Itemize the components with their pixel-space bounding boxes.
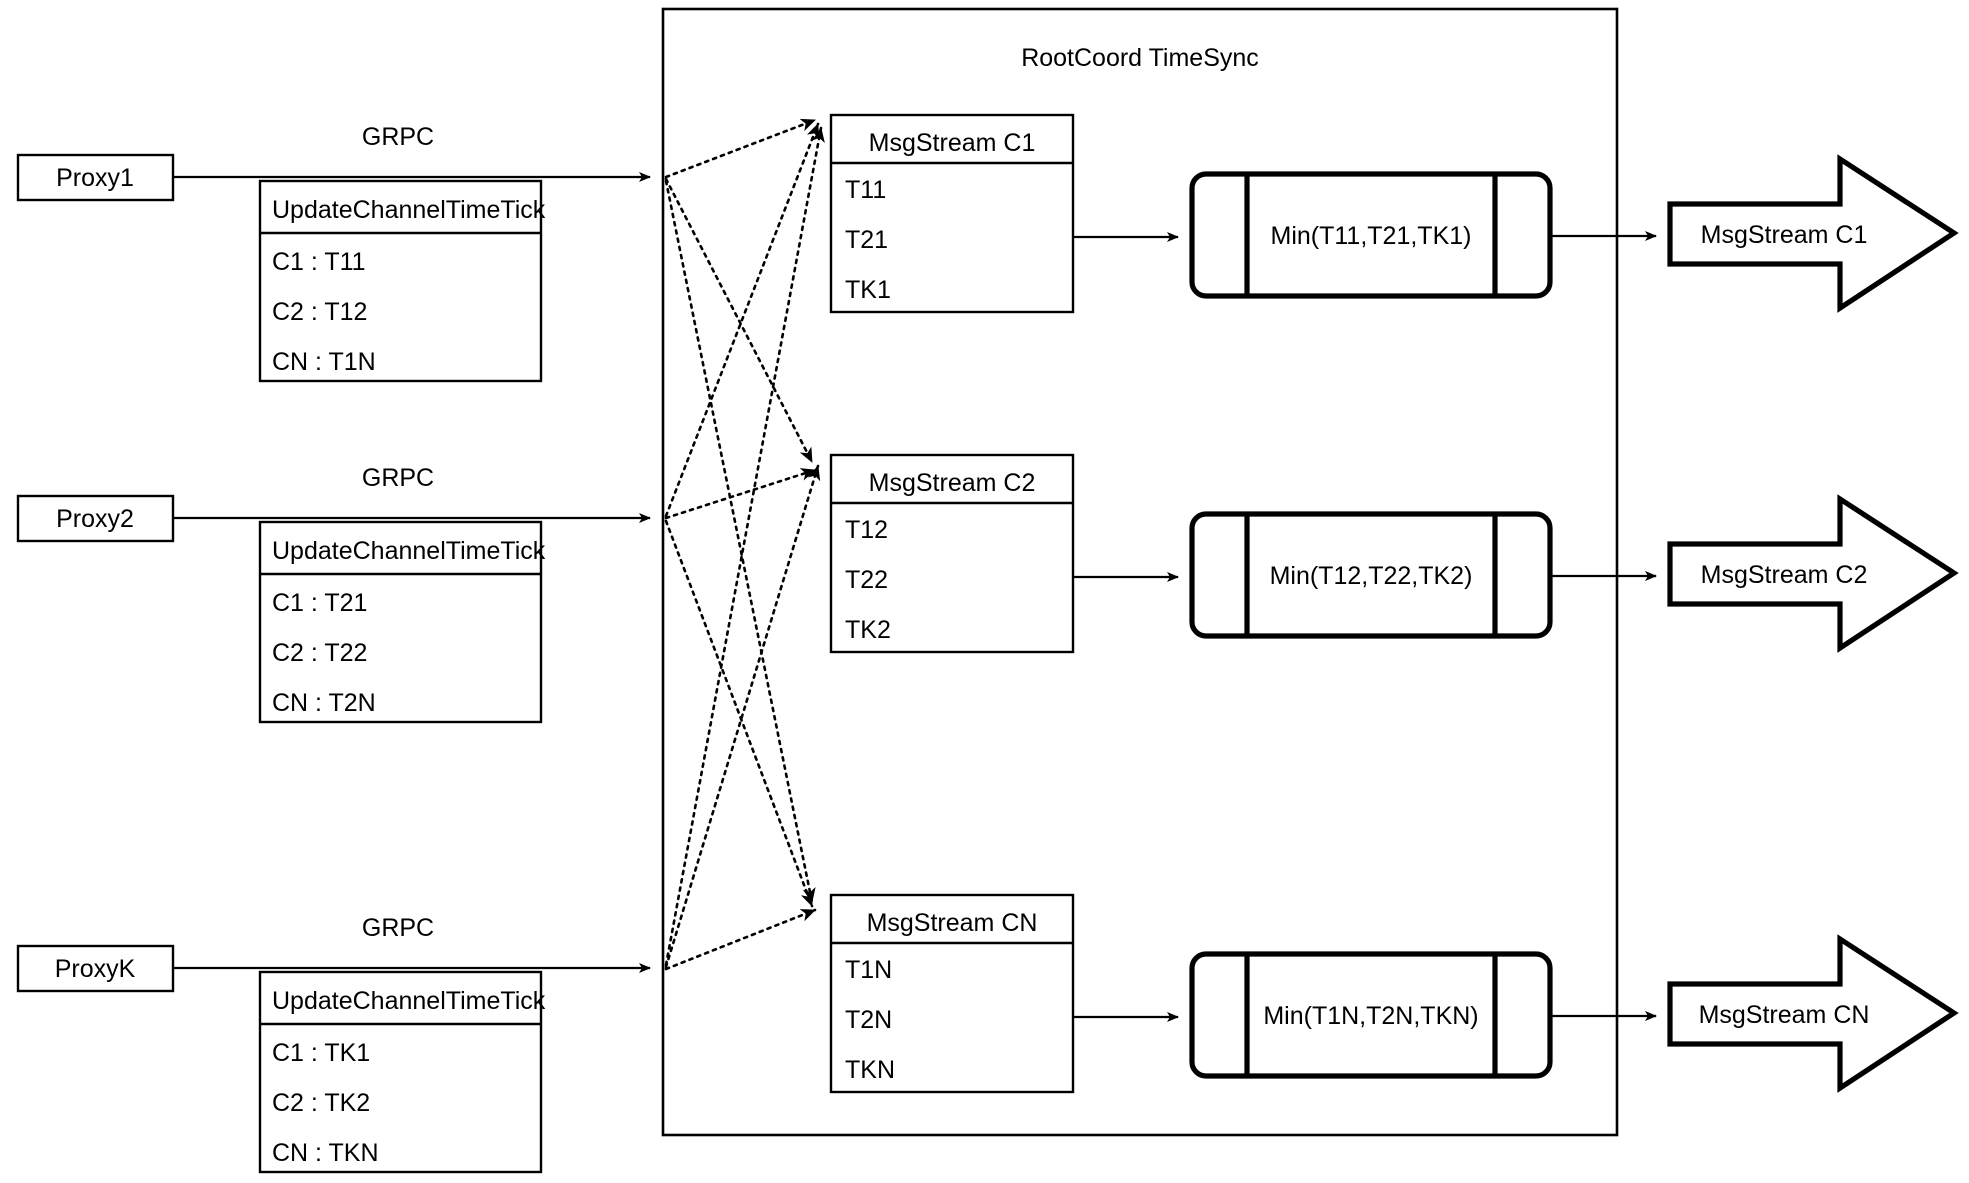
process-label-3: Min(T1N,T2N,TKN): [1263, 1002, 1478, 1030]
grpc-label-2: GRPC: [362, 464, 434, 492]
output-block-arrow-1: [1667, 154, 1959, 313]
request-card-2: [258, 520, 543, 724]
process-label-1: Min(T11,T21,TK1): [1271, 222, 1472, 250]
msgstream-item-2-2: TK2: [845, 616, 891, 644]
output-label-3: MsgStream CN: [1699, 1001, 1870, 1029]
msgstream-item-3-0: T1N: [845, 956, 892, 984]
msgstream-item-1-2: TK1: [845, 276, 891, 304]
msgstream-card-3: [829, 893, 1075, 1094]
request-item-3-0: C1 : TK1: [272, 1039, 370, 1067]
request-card-1: [258, 179, 543, 383]
request-card-3: [258, 970, 543, 1174]
request-item-2-0: C1 : T21: [272, 589, 367, 617]
dotted-route-pk-c2: [664, 464, 821, 969]
proxy-label-1: Proxy1: [56, 164, 134, 192]
rootcoord-timesync-title: RootCoord TimeSync: [1021, 44, 1259, 72]
dotted-route-p1-c2: [664, 177, 814, 464]
msgstream-header-3: MsgStream CN: [867, 909, 1038, 937]
grpc-label-3: GRPC: [362, 914, 434, 942]
request-item-2-2: CN : T2N: [272, 689, 376, 717]
output-block-arrow-3: [1667, 934, 1959, 1093]
dotted-route-pk-c1: [664, 126, 825, 967]
request-item-2-1: C2 : T22: [272, 639, 367, 667]
request-item-3-1: C2 : TK2: [272, 1089, 370, 1117]
request-header-3: UpdateChannelTimeTick: [272, 987, 546, 1015]
proxy-box-2[interactable]: [16, 494, 175, 543]
msgstream-card-2: [829, 453, 1075, 654]
msgstream-header-1: MsgStream C1: [869, 129, 1036, 157]
msgstream-item-1-0: T11: [845, 176, 886, 204]
grpc-label-1: GRPC: [362, 123, 434, 151]
msgstream-card-1: [829, 113, 1075, 314]
msgstream-header-2: MsgStream C2: [869, 469, 1036, 497]
msgstream-item-3-1: T2N: [845, 1006, 892, 1034]
dotted-route-p2-cn: [664, 519, 814, 908]
msgstream-item-2-1: T22: [845, 566, 888, 594]
process-label-2: Min(T12,T22,TK2): [1270, 562, 1473, 590]
rootcoord-timesync-container: [661, 7, 1619, 1137]
proxy-label-2: Proxy2: [56, 505, 134, 533]
request-item-1-0: C1 : T11: [272, 248, 366, 276]
msgstream-item-3-2: TKN: [845, 1056, 895, 1084]
dotted-route-p2-c2: [664, 468, 817, 520]
output-block-arrow-2: [1667, 494, 1959, 653]
output-label-1: MsgStream C1: [1701, 221, 1868, 249]
request-header-1: UpdateChannelTimeTick: [272, 196, 546, 224]
msgstream-item-1-1: T21: [845, 226, 888, 254]
request-item-1-2: CN : T1N: [272, 348, 376, 376]
dotted-route-p2-c1: [664, 122, 820, 518]
request-header-2: UpdateChannelTimeTick: [272, 537, 546, 565]
output-label-2: MsgStream C2: [1701, 561, 1868, 589]
request-item-1-1: C2 : T12: [272, 298, 367, 326]
msgstream-item-2-0: T12: [845, 516, 888, 544]
dotted-route-p1-cn: [664, 179, 816, 904]
proxy-label-3: ProxyK: [55, 955, 136, 983]
proxy-box-1[interactable]: [16, 153, 175, 202]
dotted-route-p1-c1: [664, 118, 817, 179]
dotted-route-pk-cn: [664, 908, 817, 971]
request-item-3-2: CN : TKN: [272, 1139, 379, 1167]
proxy-box-3[interactable]: [16, 944, 175, 993]
